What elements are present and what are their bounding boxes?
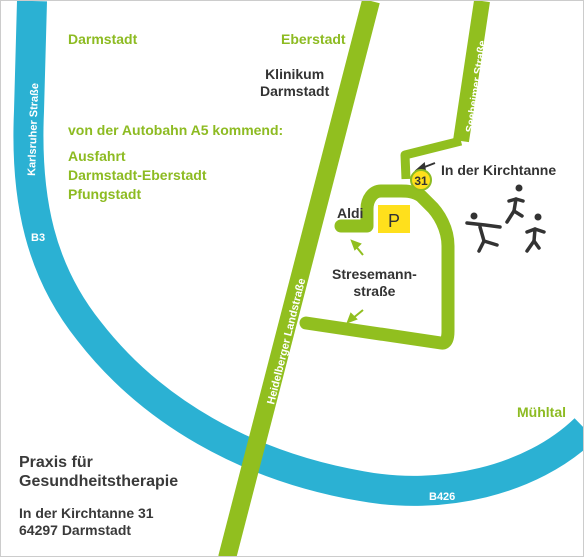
place-stresemannstrasse: Stresemann- straße bbox=[332, 266, 417, 300]
arrow-icon bbox=[346, 309, 364, 324]
stresemannstrasse-loop bbox=[299, 184, 455, 350]
practice-name: Praxis für Gesundheitstherapie bbox=[19, 453, 178, 491]
place-in-der-kirchtanne: In der Kirchtanne bbox=[441, 162, 557, 178]
klinikum-line1: Klinikum bbox=[265, 66, 325, 82]
directions-line3: Pfungstadt bbox=[68, 186, 142, 202]
directions-heading: von der Autobahn A5 kommend: bbox=[68, 122, 284, 138]
parking-label: P bbox=[388, 211, 400, 231]
house-number-label: 31 bbox=[414, 174, 428, 188]
place-aldi: Aldi bbox=[337, 205, 364, 221]
kirchtanne-connector bbox=[400, 136, 463, 180]
directions-line1: Ausfahrt bbox=[68, 148, 126, 164]
house-number-marker bbox=[410, 169, 432, 191]
seeheimer-strasse bbox=[453, 1, 490, 143]
practice-name-line1: Praxis für bbox=[19, 454, 93, 471]
heidelberger-landstrasse bbox=[218, 1, 380, 556]
place-muehltal: Mühltal bbox=[517, 404, 566, 420]
arrow-icon bbox=[350, 239, 364, 256]
place-eberstadt: Eberstadt bbox=[281, 31, 346, 47]
label-karlsruher-strasse: Karlsruher Straße bbox=[26, 83, 41, 176]
directions-line2: Darmstadt-Eberstadt bbox=[68, 167, 207, 183]
label-b3: B3 bbox=[31, 232, 45, 244]
stresemann-line2: straße bbox=[353, 282, 396, 299]
label-b426: B426 bbox=[429, 491, 455, 503]
practice-address: In der Kirchtanne 31 64297 Darmstadt bbox=[19, 505, 154, 539]
blue-road bbox=[13, 1, 583, 506]
running-figures-logo bbox=[465, 184, 546, 253]
practice-address-line2: 64297 Darmstadt bbox=[19, 521, 132, 538]
practice-address-line1: In der Kirchtanne 31 bbox=[19, 505, 154, 521]
place-darmstadt: Darmstadt bbox=[68, 31, 138, 47]
klinikum-line2: Darmstadt bbox=[260, 82, 330, 99]
place-klinikum-darmstadt: Klinikum Darmstadt bbox=[260, 66, 329, 100]
practice-name-line2: Gesundheitstherapie bbox=[19, 473, 179, 491]
stresemann-line1: Stresemann- bbox=[332, 266, 417, 282]
parking-marker bbox=[378, 205, 410, 233]
